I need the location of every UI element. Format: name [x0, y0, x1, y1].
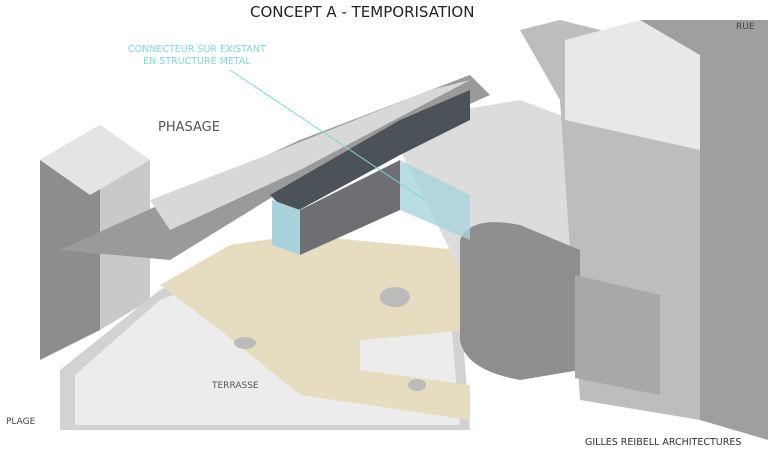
- connector-body: [300, 160, 400, 255]
- rock: [380, 287, 410, 307]
- connector-label-line2: EN STRUCTURE METAL: [143, 56, 251, 67]
- tall-building-top: [565, 20, 700, 150]
- rock: [408, 379, 426, 391]
- rock: [234, 337, 256, 349]
- ramp: [150, 80, 470, 230]
- terrasse-label: TERRASSE: [212, 381, 259, 391]
- facade: [575, 275, 660, 395]
- connector-roof: [270, 90, 470, 215]
- phasage-label: PHASAGE: [158, 120, 220, 135]
- connector-glass-right: [400, 160, 470, 240]
- connector-leader-line: [229, 69, 426, 201]
- connector-annotation: CONNECTEUR SUR EXISTANT EN STRUCTURE MET…: [128, 44, 266, 68]
- plage-label: PLAGE: [6, 417, 36, 427]
- street-building: [640, 20, 768, 440]
- architect-credit: GILLES REIBELL ARCHITECTURES: [585, 437, 742, 448]
- connector-label-line1: CONNECTEUR SUR EXISTANT: [128, 44, 266, 55]
- rue-label: RUE: [736, 22, 755, 32]
- courtyard-ground: [160, 235, 470, 420]
- page-title: CONCEPT A - TEMPORISATION: [250, 3, 475, 21]
- connector-glass: [272, 200, 300, 255]
- left-building-roof: [40, 125, 150, 195]
- round-tower: [460, 222, 580, 380]
